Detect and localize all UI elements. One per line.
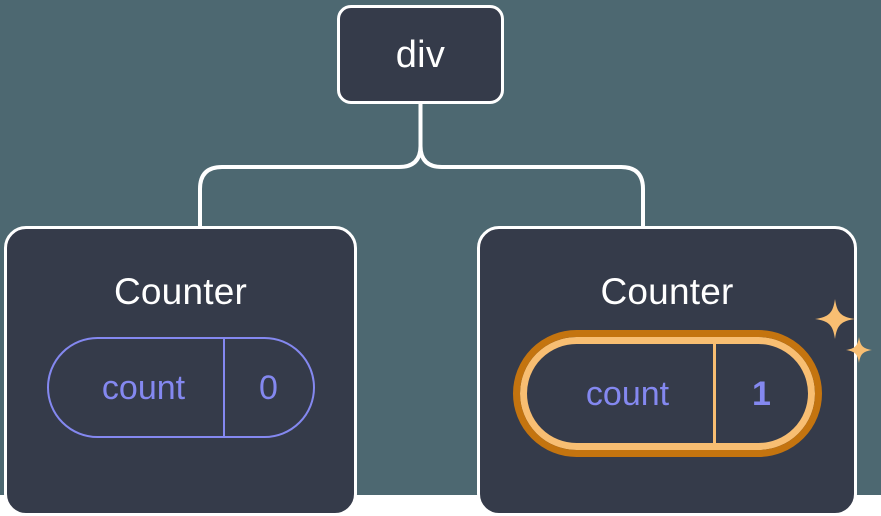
state-pill-left-wrap: count 0 [46,337,315,438]
connector-branch-right [418,144,645,228]
node-div[interactable]: div [337,5,504,104]
state-value-left: 0 [222,339,313,436]
state-pill-right-wrap: count 1 [512,299,872,457]
node-counter-right-title: Counter [600,271,734,312]
sparkle-small-icon [845,337,872,363]
state-key-right: count [585,374,670,413]
sparkle-large-icon [814,299,855,339]
connector-branch-left [198,144,423,228]
node-counter-left[interactable]: Counter count 0 [4,226,357,516]
state-pill-right-highlighted[interactable]: count 1 [512,330,822,457]
state-key-left: count [101,368,186,407]
state-pill-left[interactable]: count 0 [46,337,315,438]
state-value-right: 1 [712,344,808,443]
sparkle-group [814,299,872,363]
node-div-label: div [395,33,446,76]
node-counter-right[interactable]: Counter count 1 [477,226,872,516]
node-counter-left-title: Counter [113,271,248,312]
